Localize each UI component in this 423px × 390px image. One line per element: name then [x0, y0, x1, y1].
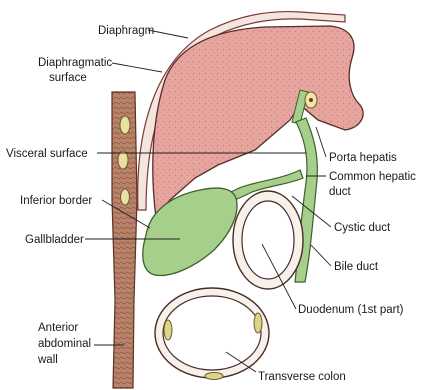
label-bile-duct: Bile duct	[334, 261, 379, 273]
label-cystic-duct: Cystic duct	[334, 222, 391, 234]
label-anterior-abdominal-wall-1: Anterior	[38, 322, 78, 334]
duodenum	[233, 191, 303, 289]
label-visceral-surface: Visceral surface	[6, 148, 88, 160]
label-anterior-abdominal-wall-2: abdominal	[38, 338, 91, 350]
anterior-abdominal-wall	[112, 92, 137, 388]
label-inferior-border: Inferior border	[20, 195, 92, 207]
label-common-hepatic-duct-2: duct	[329, 186, 352, 198]
transverse-colon	[155, 288, 269, 380]
label-diaphragmatic-surface: Diaphragmatic	[38, 57, 112, 69]
label-gallbladder: Gallbladder	[25, 234, 84, 246]
label-diaphragm: Diaphragm	[98, 25, 154, 37]
label-diaphragmatic-surface-2: surface	[49, 72, 87, 84]
label-anterior-abdominal-wall-3: wall	[37, 354, 58, 366]
label-transverse-colon: Transverse colon	[258, 371, 346, 383]
label-common-hepatic-duct-1: Common hepatic	[329, 171, 416, 183]
label-porta-hepatis: Porta hepatis	[329, 152, 397, 164]
label-duodenum: Duodenum (1st part)	[298, 304, 404, 316]
